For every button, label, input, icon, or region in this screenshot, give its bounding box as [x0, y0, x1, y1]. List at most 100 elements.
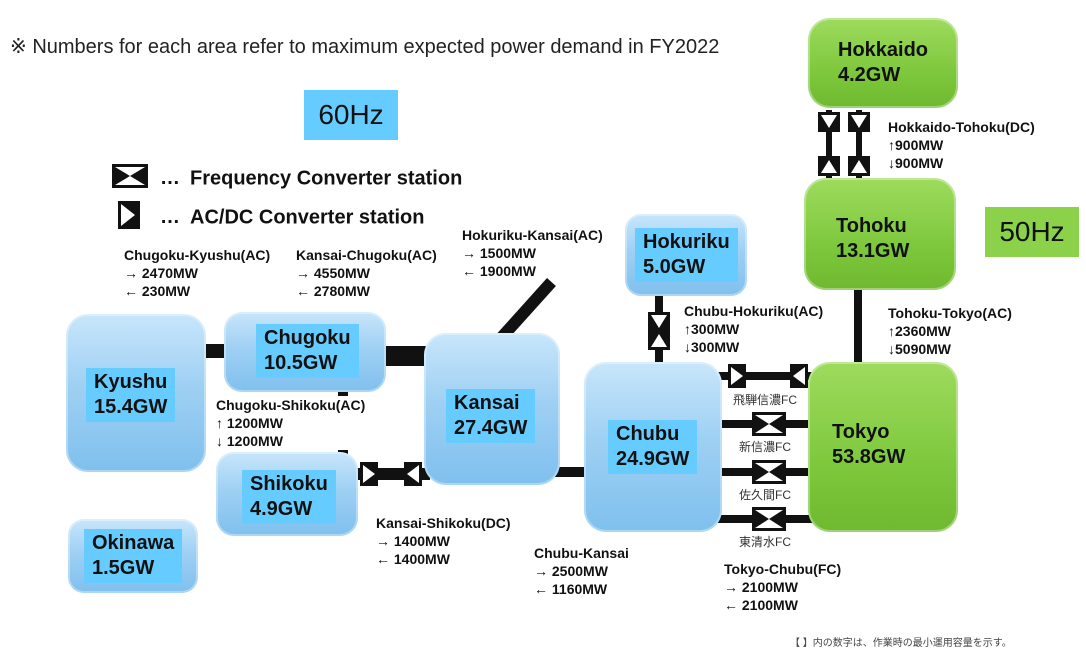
conn-name: Kansai-Chugoku(AC)	[296, 247, 437, 263]
acdc-converter-icon	[648, 330, 670, 350]
legend-frequency-converter: … Frequency Converter station	[112, 164, 462, 194]
conn-flow-2: ↓5090MW	[888, 341, 952, 357]
conn-flow-2: ← 1400MW	[376, 551, 450, 567]
conn-kansai-chugoku: Kansai-Chugoku(AC) → 4550MW ← 2780MW	[296, 246, 437, 300]
region-chugoku[interactable]: Chugoku 10.5GW	[224, 312, 386, 392]
legend-frequency-converter-label: Frequency Converter station	[190, 167, 463, 190]
conn-flow-2: ← 2100MW	[724, 597, 798, 613]
region-demand: 10.5GW	[264, 352, 338, 374]
region-kyushu[interactable]: Kyushu 15.4GW	[66, 314, 206, 472]
conn-name: Chubu-Kansai	[534, 545, 629, 561]
legend-acdc-converter: …AC/DC Converter station	[112, 201, 424, 235]
region-demand: 5.0GW	[643, 256, 706, 278]
conn-flow-1: ↑2360MW	[888, 323, 952, 339]
region-hokuriku-label: Hokuriku 5.0GW	[635, 228, 738, 282]
fc-station-label-higashi-shimizu: 東清水FC	[738, 533, 792, 550]
conn-flow-1: → 1500MW	[462, 245, 536, 261]
region-shikoku[interactable]: Shikoku 4.9GW	[216, 452, 358, 536]
conn-flow-2: ← 230MW	[124, 283, 191, 299]
region-hokuriku[interactable]: Hokuriku 5.0GW	[625, 214, 747, 296]
footnote: 【 】内の数字は、作業時の最小運用容量を示す。	[790, 638, 1012, 649]
region-tokyo-label: Tokyo 53.8GW	[824, 418, 913, 472]
conn-name: Tokyo-Chubu(FC)	[724, 561, 842, 577]
region-kyushu-label: Kyushu 15.4GW	[86, 368, 176, 422]
frequency-converter-icon	[752, 412, 786, 436]
region-name: Shikoku	[250, 473, 328, 495]
conn-flow-1: → 4550MW	[296, 265, 370, 281]
hz-60-label: 60Hz	[304, 90, 398, 140]
line-kansai-chubu	[555, 467, 595, 477]
legend-dots: …	[160, 167, 180, 190]
region-demand: 53.8GW	[832, 446, 906, 468]
region-hokkaido[interactable]: Hokkaido 4.2GW	[808, 18, 958, 108]
demand-note: ※ Numbers for each area refer to maximum…	[10, 36, 720, 58]
conn-tokyo-chubu: Tokyo-Chubu(FC) → 2100MW ← 2100MW	[724, 560, 841, 614]
acdc-converter-icon	[360, 462, 378, 486]
legend-acdc-converter-label: AC/DC Converter station	[190, 206, 425, 229]
region-tohoku-label: Tohoku 13.1GW	[828, 212, 917, 266]
region-shikoku-label: Shikoku 4.9GW	[242, 470, 336, 524]
region-kansai[interactable]: Kansai 27.4GW	[424, 333, 560, 485]
fc-station-label-hida-shinano: 飛騨信濃FC	[732, 391, 798, 408]
acdc-converter-icon	[818, 156, 840, 176]
region-name: Hokkaido	[838, 39, 929, 61]
region-okinawa[interactable]: Okinawa 1.5GW	[68, 519, 198, 593]
region-okinawa-label: Okinawa 1.5GW	[84, 529, 183, 583]
region-name: Kansai	[454, 392, 520, 414]
conn-flow-1: ↑ 1200MW	[216, 415, 283, 431]
region-demand: 13.1GW	[836, 240, 910, 262]
conn-name: Hokkaido-Tohoku(DC)	[888, 119, 1035, 135]
region-demand: 24.9GW	[616, 448, 690, 470]
conn-name: Chugoku-Kyushu(AC)	[124, 247, 271, 263]
conn-hokuriku-kansai: Hokuriku-Kansai(AC) → 1500MW ← 1900MW	[462, 226, 603, 280]
conn-chubu-hokuriku: Chubu-Hokuriku(AC) ↑300MW ↓300MW	[684, 302, 824, 356]
conn-chugoku-kyushu: Chugoku-Kyushu(AC) → 2470MW ← 230MW	[124, 246, 270, 300]
conn-flow-1: → 2100MW	[724, 579, 798, 595]
acdc-converter-icon	[818, 112, 840, 132]
fc-station-label-shin-shinano: 新信濃FC	[738, 438, 792, 455]
line-tokyo-chubu-1	[718, 372, 813, 380]
conn-chubu-kansai: Chubu-Kansai → 2500MW ← 1160MW	[534, 544, 629, 598]
hz-50-label: 50Hz	[985, 207, 1079, 257]
frequency-converter-icon	[752, 507, 786, 531]
conn-flow-2: ← 1160MW	[534, 581, 608, 597]
region-demand: 27.4GW	[454, 417, 528, 439]
region-name: Hokuriku	[643, 231, 730, 253]
region-demand: 4.9GW	[250, 498, 313, 520]
region-tokyo[interactable]: Tokyo 53.8GW	[808, 362, 958, 532]
conn-kansai-shikoku: Kansai-Shikoku(DC) → 1400MW ← 1400MW	[376, 514, 511, 568]
fc-station-label-sakuma: 佐久間FC	[738, 486, 792, 503]
line-chugoku-kansai	[380, 346, 430, 366]
region-tohoku[interactable]: Tohoku 13.1GW	[804, 178, 956, 290]
acdc-converter-icon	[118, 201, 140, 235]
line-hokkaido-tohoku-a	[826, 110, 832, 180]
conn-flow-1: → 2500MW	[534, 563, 608, 579]
conn-hokkaido-tohoku: Hokkaido-Tohoku(DC) ↑900MW ↓900MW	[888, 118, 1035, 172]
line-hokkaido-tohoku-b	[856, 110, 862, 180]
conn-flow-2: ↓ 1200MW	[216, 433, 283, 449]
conn-flow-2: ← 2780MW	[296, 283, 370, 299]
frequency-converter-icon	[112, 164, 148, 194]
acdc-converter-icon	[790, 364, 808, 388]
region-hokkaido-label: Hokkaido 4.2GW	[830, 36, 936, 90]
acdc-converter-icon	[728, 364, 746, 388]
region-chugoku-label: Chugoku 10.5GW	[256, 324, 359, 378]
conn-name: Tohoku-Tokyo(AC)	[888, 305, 1012, 321]
conn-name: Chugoku-Shikoku(AC)	[216, 397, 366, 413]
acdc-converter-icon	[848, 156, 870, 176]
conn-flow-2: ← 1900MW	[462, 263, 536, 279]
conn-chugoku-shikoku: Chugoku-Shikoku(AC) ↑ 1200MW ↓ 1200MW	[216, 396, 366, 450]
conn-flow-1: → 2470MW	[124, 265, 198, 281]
conn-name: Kansai-Shikoku(DC)	[376, 515, 511, 531]
region-demand: 1.5GW	[92, 557, 155, 579]
region-chubu-label: Chubu 24.9GW	[608, 420, 698, 474]
conn-name: Hokuriku-Kansai(AC)	[462, 227, 603, 243]
region-name: Chugoku	[264, 327, 351, 349]
region-name: Tohoku	[836, 215, 907, 237]
conn-flow-1: ↑900MW	[888, 137, 944, 153]
region-chubu[interactable]: Chubu 24.9GW	[584, 362, 722, 532]
conn-flow-1: → 1400MW	[376, 533, 450, 549]
conn-flow-2: ↓900MW	[888, 155, 944, 171]
conn-name: Chubu-Hokuriku(AC)	[684, 303, 824, 319]
acdc-converter-icon	[848, 112, 870, 132]
